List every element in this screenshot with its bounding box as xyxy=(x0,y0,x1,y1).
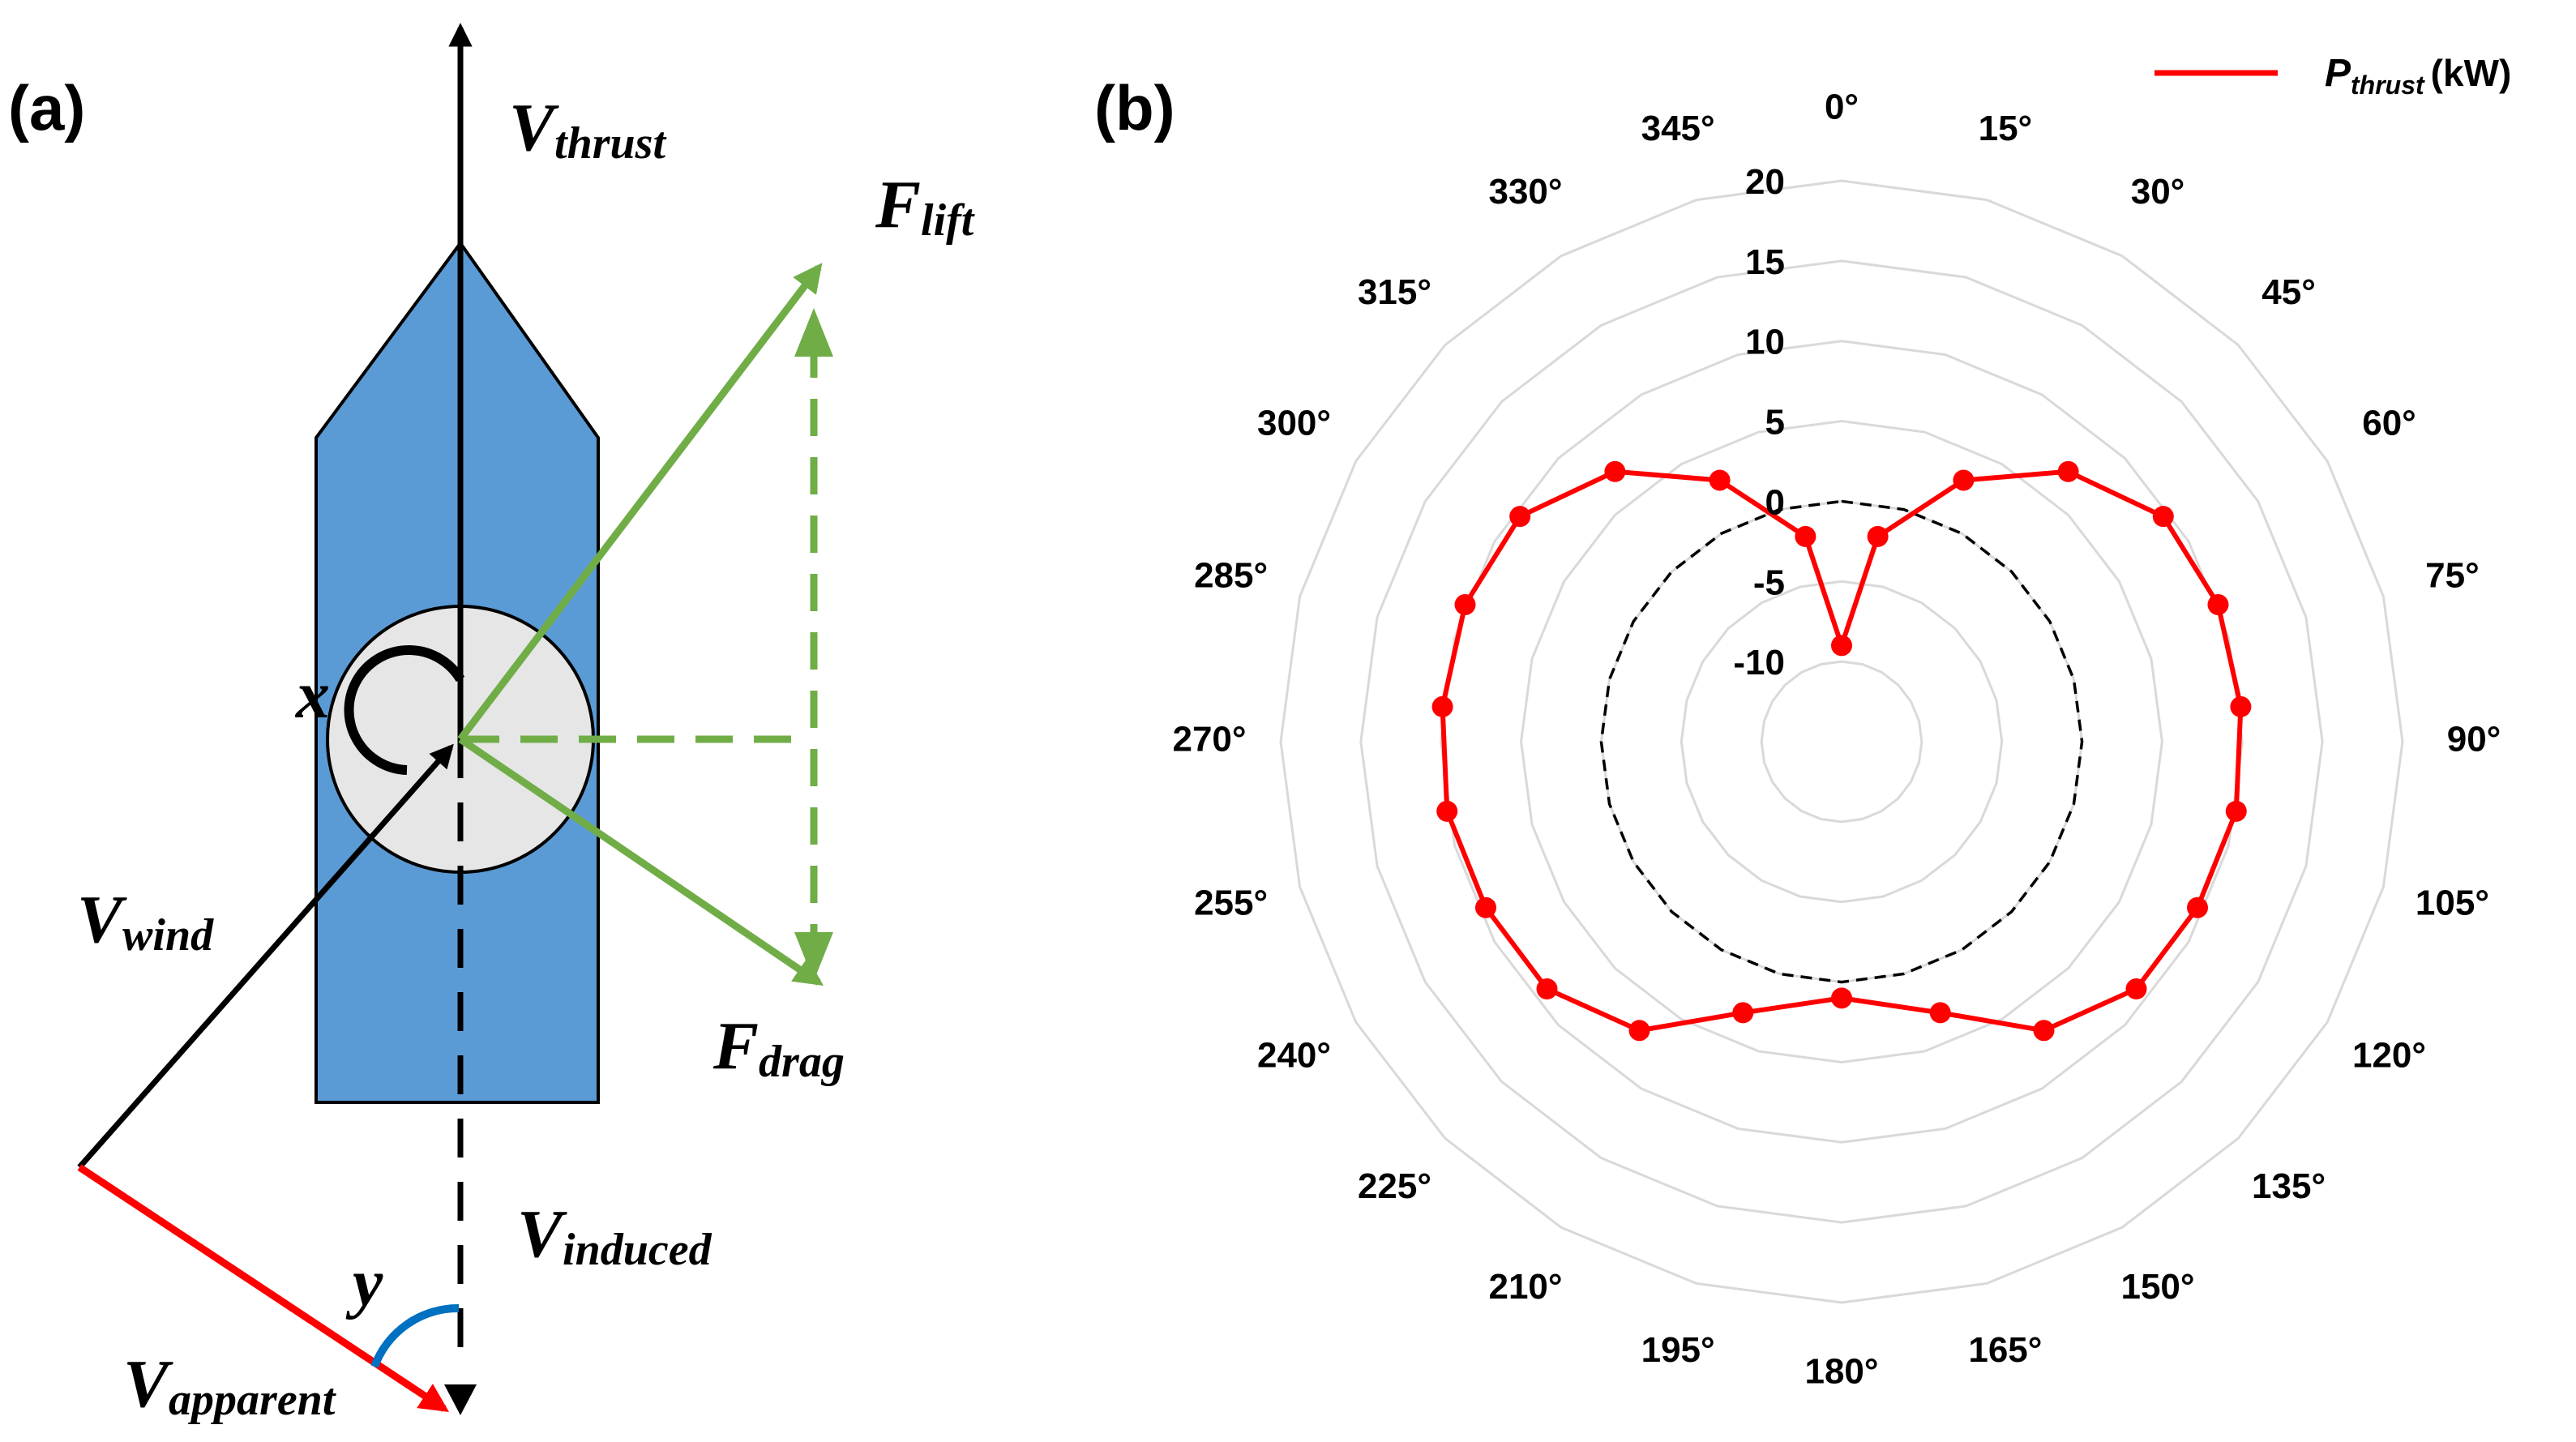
data-point-11 xyxy=(1929,1002,1951,1024)
v-wind-arrow xyxy=(77,743,454,1170)
data-point-6 xyxy=(2230,695,2252,717)
data-point-5 xyxy=(2207,593,2229,615)
angle-label-330: 330° xyxy=(1488,172,1562,212)
data-point-1 xyxy=(1867,525,1889,547)
data-point-10 xyxy=(2033,1020,2055,1042)
grid-ring-2 xyxy=(1440,340,2244,1144)
radial-tick-label-5: -5 xyxy=(1753,563,1785,602)
f-lift-label: Flift xyxy=(875,167,975,246)
data-point-21 xyxy=(1604,460,1626,482)
v-apparent-label: Vapparent xyxy=(123,1346,336,1425)
grid-ring-6 xyxy=(1760,660,1923,824)
f-drag-label: Fdrag xyxy=(712,1008,845,1087)
data-point-14 xyxy=(1628,1020,1650,1042)
radial-tick-label-6: -10 xyxy=(1733,643,1785,682)
panel-b-label: (b) xyxy=(1094,72,1175,143)
data-point-2 xyxy=(1953,469,1975,491)
data-point-23 xyxy=(1795,525,1816,547)
v-apparent-arrow xyxy=(77,1164,450,1412)
grid-ring-1 xyxy=(1359,259,2324,1224)
angle-label-60: 60° xyxy=(2362,404,2416,443)
data-point-9 xyxy=(2125,978,2147,1000)
angle-label-45: 45° xyxy=(2261,272,2316,312)
y-angle-arc xyxy=(370,1303,460,1368)
polar-series xyxy=(1431,460,2252,1042)
angle-label-285: 285° xyxy=(1194,556,1268,596)
panel-a-vector-diagram: (a) Vthrust Flift Fdrag x Vwind xyxy=(8,23,975,1425)
angle-label-15: 15° xyxy=(1979,109,2033,148)
radial-tick-label-0: 20 xyxy=(1745,162,1785,202)
angle-label-120: 120° xyxy=(2352,1036,2426,1076)
data-point-22 xyxy=(1709,469,1731,491)
f-drag-arrow xyxy=(458,736,824,986)
x-angle-arc xyxy=(344,645,465,775)
data-point-19 xyxy=(1454,593,1476,615)
grid-ring-3 xyxy=(1520,420,2163,1063)
grid-ring-5 xyxy=(1680,580,2004,904)
vertical-component-arrowhead-down xyxy=(794,932,833,981)
reference-ring-zero xyxy=(1599,499,2084,984)
f-lift-arrow xyxy=(457,263,823,742)
radial-tick-label-3: 5 xyxy=(1765,403,1785,443)
v-thrust-label: Vthrust xyxy=(509,90,666,169)
data-point-13 xyxy=(1732,1002,1754,1024)
angle-label-30: 30° xyxy=(2131,172,2185,212)
radial-tick-label-4: 0 xyxy=(1765,482,1785,522)
data-point-18 xyxy=(1431,695,1453,717)
data-point-20 xyxy=(1509,506,1531,528)
data-point-17 xyxy=(1436,800,1458,822)
grid-ring-4 xyxy=(1599,499,2084,984)
angle-label-345: 345° xyxy=(1641,109,1715,148)
series-line-p-thrust xyxy=(1440,469,2244,1033)
angle-label-135: 135° xyxy=(2252,1166,2326,1206)
y-angle-label: y xyxy=(345,1245,383,1320)
data-point-12 xyxy=(1831,987,1852,1009)
angle-label-210: 210° xyxy=(1488,1267,1562,1307)
data-point-7 xyxy=(2225,800,2247,822)
angle-label-150: 150° xyxy=(2120,1267,2194,1307)
v-induced-arrowhead xyxy=(444,1384,477,1415)
legend-label-p-thrust: Pthrust(kW) xyxy=(2325,52,2511,100)
angle-label-255: 255° xyxy=(1194,884,1268,923)
radial-tick-label-2: 10 xyxy=(1745,323,1785,362)
radial-tick-label-1: 15 xyxy=(1745,242,1785,282)
angle-label-180: 180° xyxy=(1804,1352,1878,1392)
angle-label-225: 225° xyxy=(1358,1166,1431,1206)
angle-label-315: 315° xyxy=(1358,272,1431,312)
v-wind-label: Vwind xyxy=(77,882,214,961)
data-point-15 xyxy=(1536,978,1558,1000)
angle-label-240: 240° xyxy=(1257,1036,1331,1076)
angle-label-90: 90° xyxy=(2447,720,2501,760)
data-point-16 xyxy=(1474,896,1496,918)
data-point-3 xyxy=(2057,460,2079,482)
grid-ring-0 xyxy=(1279,179,2404,1304)
angle-label-195: 195° xyxy=(1641,1330,1715,1370)
polar-radial-labels: 20 15 10 5 0 -5 -10 xyxy=(1733,162,1785,682)
panel-b-polar-chart: (b) 0° 15° 30° 45° 60° 75° 90° 105° 120° 135° 150°… xyxy=(1094,52,2511,1392)
angle-label-0: 0° xyxy=(1825,88,1859,127)
chart-legend: Pthrust(kW) xyxy=(2155,52,2511,100)
polar-reference-ring xyxy=(1599,499,2084,984)
data-point-4 xyxy=(2152,506,2174,528)
data-point-8 xyxy=(2187,896,2209,918)
polar-angle-labels: 0° 15° 30° 45° 60° 75° 90° 105° 120° 135° 150° 165°… xyxy=(1172,88,2501,1392)
angle-label-75: 75° xyxy=(2425,556,2480,596)
panel-a-label: (a) xyxy=(8,72,85,143)
angle-label-270: 270° xyxy=(1172,720,1246,760)
v-induced-label: Vinduced xyxy=(517,1196,712,1275)
vertical-component-arrowhead-up xyxy=(794,308,833,357)
angle-label-105: 105° xyxy=(2416,884,2489,923)
angle-label-165: 165° xyxy=(1968,1330,2042,1370)
data-point-0 xyxy=(1831,635,1852,657)
angle-label-300: 300° xyxy=(1257,404,1331,443)
x-angle-label: x xyxy=(294,657,330,733)
polar-grid xyxy=(1279,179,2404,1304)
